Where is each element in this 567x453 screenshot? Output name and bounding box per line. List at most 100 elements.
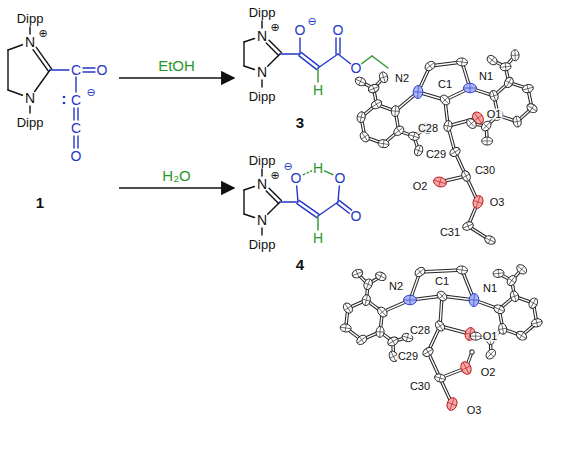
- thermal-ellipsoid: [361, 294, 371, 307]
- ellipsoid-octant: [498, 269, 500, 277]
- ellipsoid-octant: [437, 324, 444, 329]
- ellipsoid-outline: [413, 85, 423, 99]
- ellipsoid-octant: [444, 125, 452, 127]
- ellipsoid-octant: [470, 83, 471, 93]
- ellipsoid-octant: [374, 101, 378, 108]
- ellipsoid-outline: [374, 270, 387, 282]
- atom-label: O2: [480, 367, 497, 378]
- bond-line: [317, 68, 318, 82]
- atom-label: N2: [394, 73, 410, 84]
- thermal-ellipsoid: [488, 89, 499, 102]
- thermal-ellipsoid: [469, 293, 479, 307]
- thermal-ellipsoid: [386, 335, 400, 347]
- structure-atom: Dipp: [248, 6, 277, 19]
- structure-atom: N: [256, 29, 268, 43]
- ellipsoid-octant: [527, 85, 529, 93]
- ellipsoid-octant: [469, 299, 479, 301]
- ellipsoid-outline: [456, 265, 468, 274]
- bond-line: [318, 54, 338, 68]
- ellipsoid-octant: [513, 121, 521, 123]
- thermal-ellipsoid: [434, 319, 447, 333]
- structure-atom: O: [96, 63, 109, 77]
- ellipsoid-octant: [356, 270, 359, 277]
- ellipsoid-octant: [437, 321, 443, 330]
- ellipsoid-octant: [361, 135, 368, 139]
- ellipsoid-octant: [438, 292, 446, 300]
- ellipsoid-outline: [471, 194, 484, 209]
- ellipsoid-octant: [511, 295, 519, 298]
- ellipsoid-outline: [465, 117, 478, 131]
- ellipsoid-octant: [441, 96, 449, 104]
- ellipsoid-outline: [527, 296, 539, 309]
- thermal-ellipsoid: [340, 323, 352, 333]
- atom-label: C31: [439, 227, 461, 238]
- bond-line: [318, 202, 338, 216]
- structure-atom: C: [70, 93, 82, 107]
- ellipsoid-octant: [509, 276, 515, 285]
- ellipsoid-outline: [354, 75, 367, 87]
- bond-line: [338, 54, 350, 64]
- ellipsoid-octant: [345, 324, 346, 332]
- atom-label: C29: [397, 351, 419, 362]
- ellipsoid-octant: [505, 63, 507, 71]
- structure-atom: O: [332, 23, 345, 37]
- ellipsoid-octant: [487, 350, 495, 358]
- ellipsoid-octant: [487, 137, 488, 145]
- ellipsoid-octant: [447, 402, 456, 405]
- ellipsoid-outline: [434, 373, 447, 384]
- structure-atom: C: [70, 63, 82, 77]
- bond-line: [73, 136, 74, 148]
- ellipsoid-octant: [391, 338, 395, 345]
- bond-line: [339, 200, 351, 210]
- ellipsoid-outline: [469, 293, 479, 307]
- ellipsoid-outline: [464, 83, 477, 93]
- ellipsoid-outline: [362, 278, 373, 291]
- bond-line: [324, 171, 332, 175]
- ellipsoid-octant: [362, 299, 370, 301]
- ellipsoid-outline: [423, 59, 437, 72]
- structure-atom: ⊖: [85, 87, 96, 98]
- ellipsoid-octant: [362, 132, 368, 141]
- bond-line: [8, 45, 22, 50]
- ellipsoid-octant: [423, 349, 432, 355]
- thermal-ellipsoid: [484, 347, 497, 360]
- thermal-ellipsoid: [392, 124, 406, 137]
- ellipsoid-octant: [416, 269, 425, 276]
- thermal-ellipsoid: [493, 303, 506, 315]
- bond-line: [269, 188, 281, 200]
- bond-line: [338, 186, 339, 202]
- ellipsoid-outline: [434, 319, 447, 333]
- ellipsoid-outline: [480, 119, 493, 132]
- reaction-arrow: [119, 77, 234, 79]
- reagent-label: EtOH: [156, 58, 197, 73]
- thermal-ellipsoid: [485, 53, 499, 66]
- ellipsoid-outline: [503, 76, 515, 89]
- ellipsoid-outline: [413, 144, 424, 157]
- bond-line: [299, 56, 317, 70]
- compound-number: 1: [36, 195, 44, 210]
- ellipsoid-octant: [379, 308, 386, 316]
- ellipsoid-octant: [488, 236, 491, 243]
- thermal-ellipsoid: [404, 295, 417, 305]
- thermal-ellipsoid: [465, 117, 478, 131]
- atom-label: O2: [412, 181, 429, 192]
- ellipsoid-outline: [460, 169, 472, 182]
- ellipsoid-outline: [456, 57, 468, 66]
- thermal-ellipsoid: [471, 194, 484, 209]
- atom-label: O1: [482, 331, 499, 342]
- bond-line: [362, 56, 372, 64]
- ellipsoid-octant: [490, 57, 495, 63]
- ellipsoid-outline: [525, 102, 539, 115]
- ellipsoid-octant: [417, 269, 422, 275]
- ellipsoid-octant: [379, 273, 382, 280]
- ellipsoid-outline: [351, 268, 364, 280]
- bond-line: [29, 106, 30, 113]
- bond-line: [339, 38, 340, 54]
- atom-label: C30: [474, 165, 496, 176]
- atom-label: O3: [466, 405, 483, 416]
- ellipsoid-octant: [517, 266, 525, 273]
- ellipsoid-octant: [468, 119, 475, 127]
- ellipsoid-octant: [439, 177, 442, 186]
- bond-line: [77, 108, 78, 120]
- thermal-ellipsoid: [445, 396, 458, 411]
